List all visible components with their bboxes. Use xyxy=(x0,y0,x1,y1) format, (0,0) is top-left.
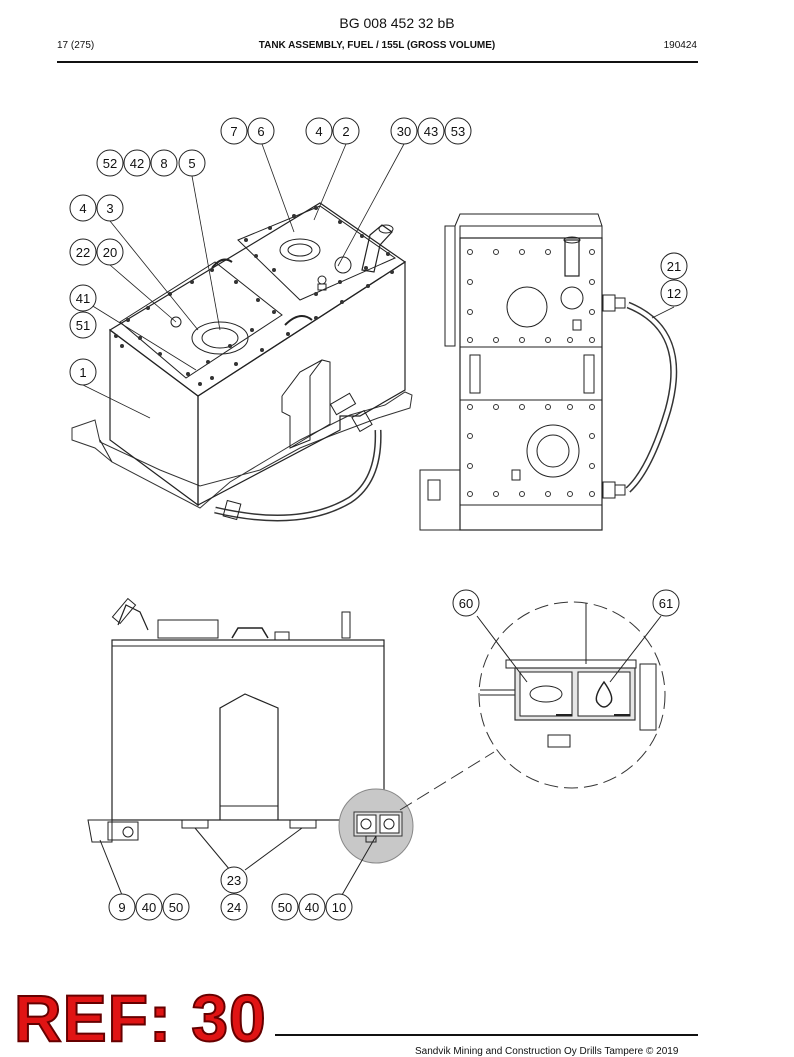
footer-rule xyxy=(275,1034,698,1036)
callout-1: 1 xyxy=(69,358,97,386)
document-number: BG 008 452 32 bB xyxy=(339,15,455,31)
svg-text:4: 4 xyxy=(315,124,322,139)
callout-20: 20 xyxy=(96,238,124,266)
callout-60: 60 xyxy=(452,589,480,617)
svg-text:50: 50 xyxy=(278,900,292,915)
callout-50-right: 50 xyxy=(271,893,299,921)
detail-circle xyxy=(399,601,666,811)
callout-10: 10 xyxy=(325,893,353,921)
callout-40-right: 40 xyxy=(298,893,326,921)
header-date: 190424 xyxy=(663,40,697,51)
callout-2: 2 xyxy=(332,117,360,145)
top-view-tank xyxy=(419,213,678,531)
callout-30: 30 xyxy=(390,117,418,145)
sender-cover xyxy=(279,238,321,262)
svg-text:3: 3 xyxy=(106,201,113,216)
header-rule xyxy=(57,61,698,63)
svg-text:4: 4 xyxy=(79,201,86,216)
header-row: 17 (275) TANK ASSEMBLY, FUEL / 155L (GRO… xyxy=(57,40,697,56)
svg-text:43: 43 xyxy=(424,124,438,139)
svg-text:21: 21 xyxy=(667,259,681,274)
svg-text:42: 42 xyxy=(130,156,144,171)
fuel-drop-icon xyxy=(595,680,613,708)
callout-4: 4 xyxy=(305,117,333,145)
svg-text:23: 23 xyxy=(227,873,241,888)
svg-text:50: 50 xyxy=(169,900,183,915)
svg-text:52: 52 xyxy=(103,156,117,171)
callout-24: 24 xyxy=(220,893,248,921)
callout-50: 50 xyxy=(162,893,190,921)
svg-text:12: 12 xyxy=(667,286,681,301)
callout-5: 5 xyxy=(178,149,206,177)
callout-21: 21 xyxy=(660,252,688,280)
callout-23: 23 xyxy=(220,866,248,894)
top-view-cover-lower xyxy=(526,424,580,478)
callout-8: 8 xyxy=(150,149,178,177)
callout-42: 42 xyxy=(123,149,151,177)
svg-text:7: 7 xyxy=(230,124,237,139)
callout-22: 22 xyxy=(69,238,97,266)
filler-cover-front xyxy=(191,321,249,355)
svg-text:40: 40 xyxy=(142,900,156,915)
svg-text:2: 2 xyxy=(342,124,349,139)
top-view-cover-upper xyxy=(506,286,548,328)
svg-text:6: 6 xyxy=(257,124,264,139)
svg-text:60: 60 xyxy=(459,596,473,611)
svg-text:5: 5 xyxy=(188,156,195,171)
page-number: 17 (275) xyxy=(57,40,95,51)
front-view-tank xyxy=(87,597,414,896)
tank-side-face xyxy=(197,260,406,506)
callout-4-left: 4 xyxy=(69,194,97,222)
callout-12: 12 xyxy=(660,279,688,307)
svg-text:1: 1 xyxy=(79,365,86,380)
top-plate-front xyxy=(119,261,283,379)
top-plate-rear xyxy=(237,205,397,301)
callout-41: 41 xyxy=(69,284,97,312)
svg-text:24: 24 xyxy=(227,900,241,915)
svg-text:61: 61 xyxy=(659,596,673,611)
svg-text:8: 8 xyxy=(160,156,167,171)
svg-text:41: 41 xyxy=(76,291,90,306)
fuel-hose xyxy=(214,429,382,522)
callout-52: 52 xyxy=(96,149,124,177)
callout-group: 7 6 4 2 30 43 53 52 42 8 5 4 3 22 20 41 … xyxy=(69,117,688,921)
svg-text:9: 9 xyxy=(118,900,125,915)
callout-61: 61 xyxy=(652,589,680,617)
svg-text:20: 20 xyxy=(103,245,117,260)
svg-text:40: 40 xyxy=(305,900,319,915)
tank-front-face xyxy=(109,328,199,507)
callout-6: 6 xyxy=(247,117,275,145)
callout-51: 51 xyxy=(69,311,97,339)
ref-stamp: REF: 30 xyxy=(13,981,267,1055)
footer-copyright: Sandvik Mining and Construction Oy Drill… xyxy=(415,1046,679,1057)
isometric-tank-view xyxy=(71,202,413,522)
fuel-symbol-icon xyxy=(529,685,563,703)
svg-text:10: 10 xyxy=(332,900,346,915)
svg-text:53: 53 xyxy=(451,124,465,139)
callout-53: 53 xyxy=(444,117,472,145)
callout-9: 9 xyxy=(108,893,136,921)
callout-43: 43 xyxy=(417,117,445,145)
svg-text:51: 51 xyxy=(76,318,90,333)
page-title: TANK ASSEMBLY, FUEL / 155L (GROSS VOLUME… xyxy=(258,40,496,51)
callout-3: 3 xyxy=(96,194,124,222)
callout-7: 7 xyxy=(220,117,248,145)
callout-40: 40 xyxy=(135,893,163,921)
svg-text:30: 30 xyxy=(397,124,411,139)
svg-text:22: 22 xyxy=(76,245,90,260)
